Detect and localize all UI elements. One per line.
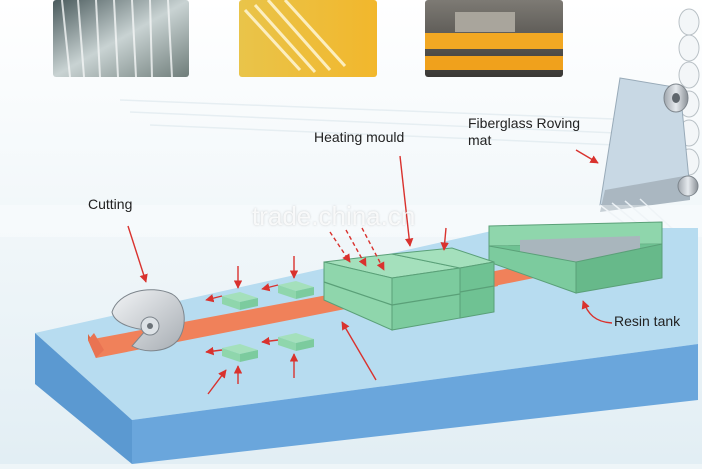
fiberglass-roving-label: Fiberglass Roving mat [468,115,580,149]
photo-fiber-strands [239,0,377,77]
guide-blocks [222,281,314,362]
cutting-saw-icon [111,289,185,352]
process-arrows [127,149,613,395]
photo-pultrusion-machine [425,0,563,77]
heating-mould [323,247,495,331]
resin-tank [488,221,663,294]
fiberglass-roving-label-line2: mat [468,132,492,148]
fiberglass-roving-label-line1: Fiberglass Roving [468,115,581,131]
photo-fiber-creel [53,0,189,78]
cutting-label: Cutting [88,196,133,212]
heating-mould-label: Heating mould [314,129,405,145]
resin-tank-label: Resin tank [614,313,681,329]
watermark-text: trade.china.cn [252,201,416,231]
